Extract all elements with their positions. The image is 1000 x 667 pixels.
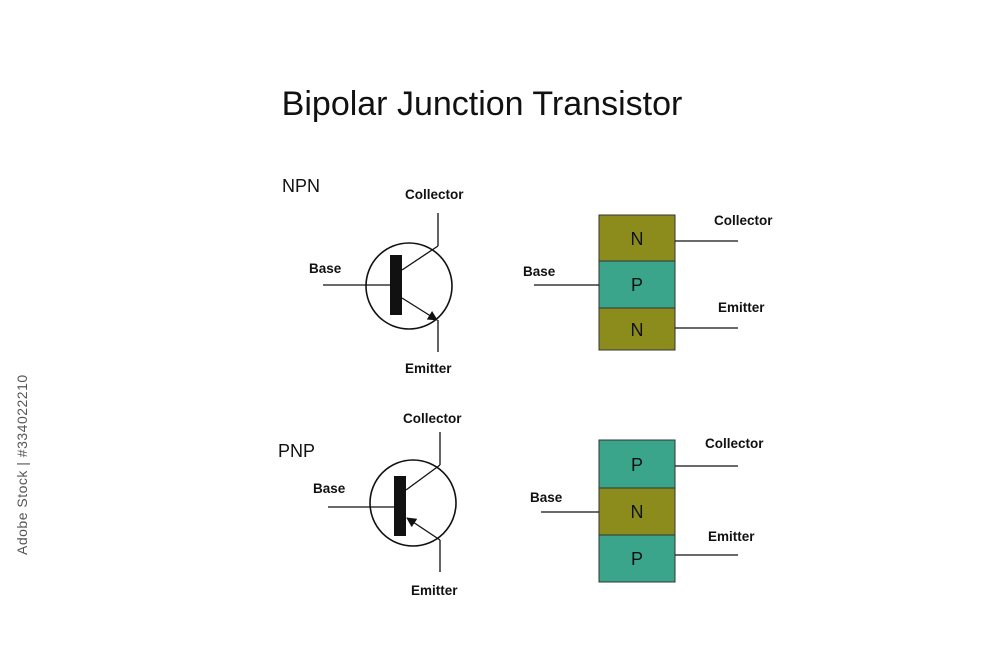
pnp-symbol-collector-label: Collector [403,411,462,426]
pnp-block-base-label: Base [530,490,563,505]
npn-layer-middle-letter: P [631,275,643,295]
npn-layer-bottom-letter: N [631,320,644,340]
npn-layer-top [598,214,676,262]
npn-symbol-emitter-label: Emitter [405,361,452,376]
npn-layer-top-letter: N [631,229,644,249]
pnp-heading: PNP [278,441,315,461]
npn-block-collector-label: Collector [714,213,773,228]
npn-symbol-base-label: Base [309,261,342,276]
pnp-block-collector-label: Collector [705,436,764,451]
pnp-symbol-emitter-label: Emitter [411,583,458,598]
npn-layer-bottom [598,307,676,351]
npn-block-base-label: Base [523,264,556,279]
stock-id-watermark: Adobe Stock | #334022210 [14,374,30,555]
npn-layer-middle [598,260,676,309]
pnp-collector-diagonal [405,464,441,491]
pnp-symbol-base-label: Base [313,481,346,496]
pnp-layer-bottom-letter: P [631,549,643,569]
npn-symbol-collector-label: Collector [405,187,464,202]
npn-collector-diagonal [401,245,439,271]
pnp-layer-middle-letter: N [631,502,644,522]
npn-base-bar [390,255,402,315]
npn-transistor-circle [365,242,453,330]
pnp-transistor-circle [369,459,457,547]
npn-heading: NPN [282,176,320,196]
pnp-layer-bottom [598,534,676,583]
pnp-symbol: PNP Collector Base Emitter [278,411,462,598]
npn-block: N P N Collector Base Emitter [523,213,773,351]
pnp-layer-top-letter: P [631,455,643,475]
npn-emitter-arrow [401,297,438,321]
pnp-base-bar [394,476,406,536]
pnp-block-emitter-label: Emitter [708,529,755,544]
npn-block-emitter-label: Emitter [718,300,765,315]
page-title: Bipolar Junction Transistor [282,85,683,123]
pnp-emitter-arrow [406,517,441,541]
npn-symbol: NPN Collector Base Emitter [282,176,464,376]
pnp-block: P N P Collector Base Emitter [530,436,764,583]
